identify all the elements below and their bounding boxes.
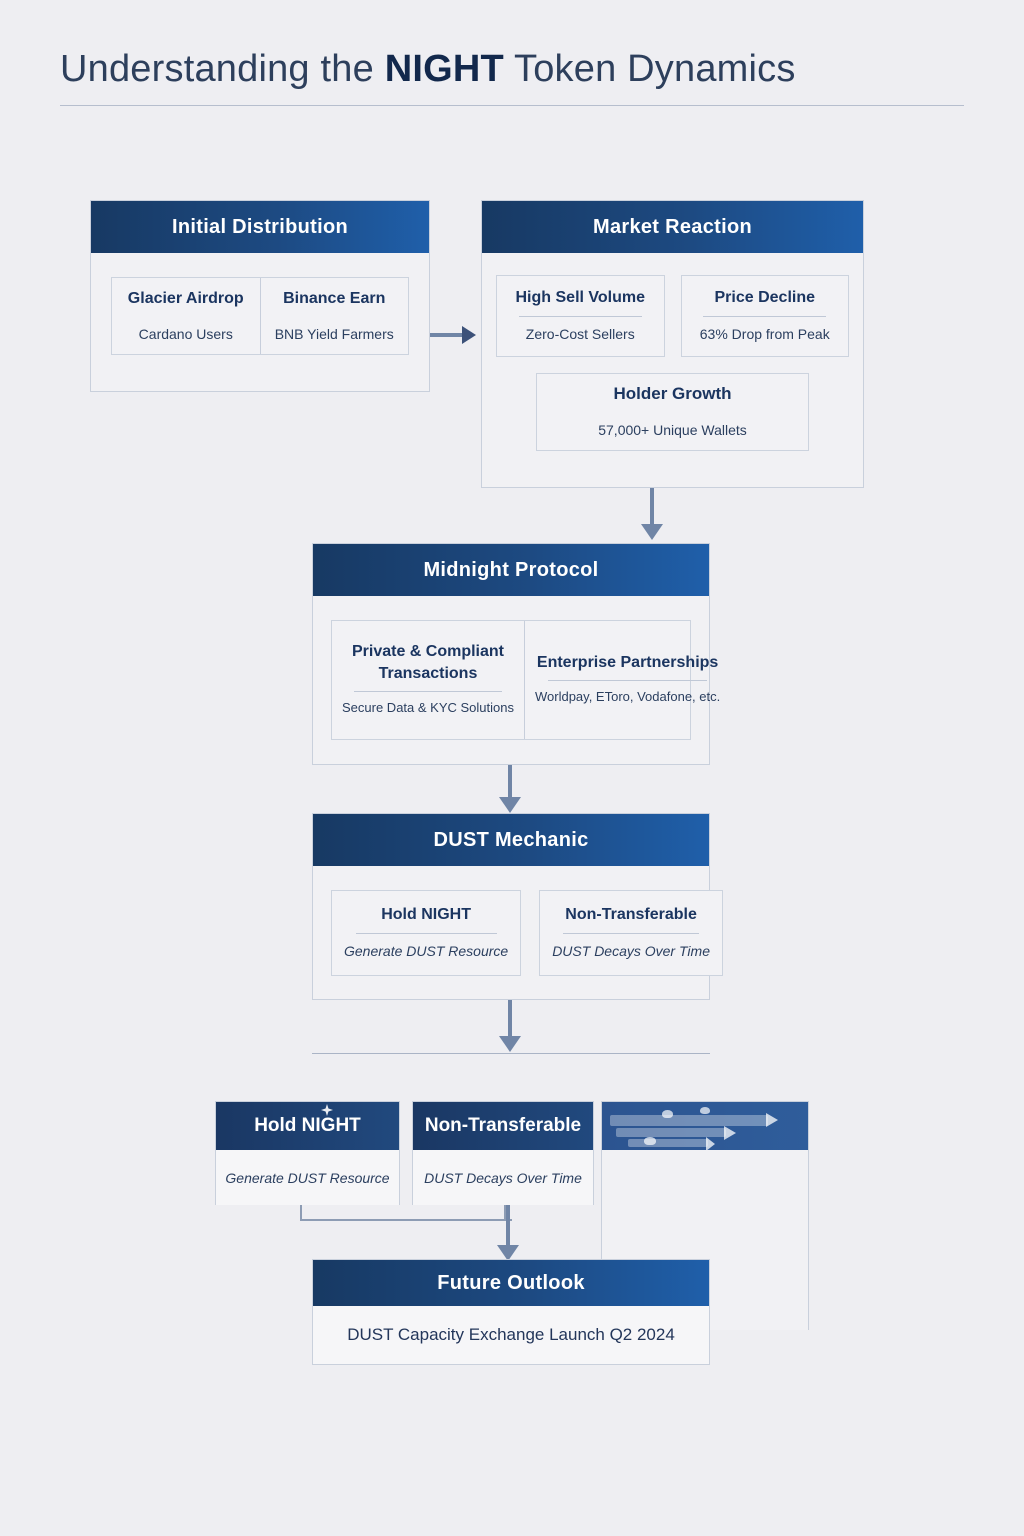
artifact-card-hold-night[interactable]: Hold NIGHT Generate DUST Resource xyxy=(215,1101,400,1205)
initial-distribution-split: Glacier Airdrop Cardano Users Binance Ea… xyxy=(111,277,409,355)
card-divider xyxy=(547,680,708,682)
artifact-card-non-transferable[interactable]: Non-Transferable DUST Decays Over Time xyxy=(412,1101,594,1205)
page-title-suffix: Token Dynamics xyxy=(503,48,796,90)
card-price-decline-title: Price Decline xyxy=(714,289,816,307)
midnight-protocol-split: Private & Compliant Transactions Secure … xyxy=(331,620,720,740)
title-divider xyxy=(60,105,964,106)
card-price-decline-sub: 63% Drop from Peak xyxy=(699,325,830,342)
card-non-transferable-title: Non-Transferable xyxy=(565,906,697,924)
arrow-down-icon xyxy=(641,524,663,540)
artifact-card-hold-night-header: Hold NIGHT xyxy=(216,1102,399,1150)
stage-future-outlook-sub: DUST Capacity Exchange Launch Q2 2024 xyxy=(347,1325,675,1344)
card-glacier-airdrop-sub: Cardano Users xyxy=(138,325,233,342)
connector-bracket-left xyxy=(300,1205,302,1221)
card-hold-night-sub: Generate DUST Resource xyxy=(344,942,509,959)
card-high-sell-volume[interactable]: High Sell Volume Zero-Cost Sellers xyxy=(496,275,665,357)
stage-market-reaction-header: Market Reaction xyxy=(482,201,863,253)
stage-initial-distribution-header: Initial Distribution xyxy=(91,201,429,253)
artifact-card-hold-night-title: Hold NIGHT xyxy=(254,1115,361,1136)
artifact-card-hold-night-sub: Generate DUST Resource xyxy=(216,1150,399,1205)
card-private-compliant-transactions-title: Private & Compliant Transactions xyxy=(351,642,504,682)
artifact-card-empty[interactable] xyxy=(601,1101,809,1330)
artifact-card-non-transferable-sub: DUST Decays Over Time xyxy=(413,1150,593,1205)
card-glacier-airdrop[interactable]: Glacier Airdrop Cardano Users xyxy=(112,278,260,354)
arrow-down-icon xyxy=(497,1245,519,1261)
card-hold-night[interactable]: Hold NIGHT Generate DUST Resource xyxy=(331,890,522,976)
card-enterprise-partnerships-sub: Worldpay, EToro, Vodafone, etc. xyxy=(534,689,721,705)
arrow-down-icon xyxy=(499,1036,521,1052)
card-binance-earn[interactable]: Binance Earn BNB Yield Farmers xyxy=(259,278,409,354)
card-glacier-airdrop-title: Glacier Airdrop xyxy=(127,290,244,307)
connector-initial-to-market xyxy=(430,333,470,337)
card-non-transferable[interactable]: Non-Transferable DUST Decays Over Time xyxy=(539,890,723,976)
connector-midnight-to-dust xyxy=(508,765,512,801)
card-holder-growth-sub: 57,000+ Unique Wallets xyxy=(598,421,747,438)
artifact-card-empty-header xyxy=(602,1102,808,1150)
stage-future-outlook-header: Future Outlook xyxy=(313,1260,709,1306)
streak-blob-icon xyxy=(700,1107,710,1114)
arrow-streak-icon xyxy=(628,1139,708,1147)
stage-midnight-protocol[interactable]: Midnight Protocol Private & Compliant Tr… xyxy=(312,543,720,765)
card-binance-earn-title: Binance Earn xyxy=(283,290,386,307)
stage-initial-distribution[interactable]: Initial Distribution Glacier Airdrop Car… xyxy=(90,200,430,392)
card-private-compliant-transactions[interactable]: Private & Compliant Transactions Secure … xyxy=(332,621,524,739)
page-title-block: Understanding the NIGHT Token Dynamics xyxy=(60,46,964,106)
streak-blob-icon xyxy=(644,1137,656,1145)
page-title-emphasis: NIGHT xyxy=(384,48,504,90)
connector-dust-to-artifact xyxy=(508,1000,512,1040)
card-high-sell-volume-title: High Sell Volume xyxy=(515,289,646,307)
page-title-prefix: Understanding the xyxy=(60,48,385,90)
arrow-streak-icon xyxy=(766,1113,778,1127)
connector-bracket-horizontal xyxy=(300,1219,512,1221)
artifact-card-non-transferable-header: Non-Transferable xyxy=(413,1102,593,1150)
card-enterprise-partnerships[interactable]: Enterprise Partnerships Worldpay, EToro,… xyxy=(523,621,730,739)
streak-blob-icon xyxy=(662,1110,673,1118)
card-high-sell-volume-sub: Zero-Cost Sellers xyxy=(525,325,635,342)
arrow-right-icon xyxy=(462,326,476,344)
card-enterprise-partnerships-title: Enterprise Partnerships xyxy=(536,653,719,671)
connector-artifact-to-future xyxy=(506,1205,510,1249)
section-divider-rule xyxy=(312,1053,710,1054)
connector-market-to-midnight xyxy=(650,488,654,528)
card-divider xyxy=(518,315,642,317)
arrow-streak-icon xyxy=(724,1126,736,1140)
card-binance-earn-sub: BNB Yield Farmers xyxy=(274,325,394,342)
stage-market-reaction[interactable]: Market Reaction High Sell Volume Zero-Co… xyxy=(481,200,864,488)
stage-midnight-protocol-header: Midnight Protocol xyxy=(313,544,709,596)
card-holder-growth-title: Holder Growth xyxy=(613,383,732,403)
stage-dust-mechanic[interactable]: DUST Mechanic Hold NIGHT Generate DUST R… xyxy=(312,813,723,1000)
card-divider xyxy=(355,932,497,934)
connector-bracket-mid xyxy=(504,1205,506,1221)
card-private-compliant-transactions-sub: Secure Data & KYC Solutions xyxy=(342,700,514,716)
card-holder-growth[interactable]: Holder Growth 57,000+ Unique Wallets xyxy=(536,373,809,451)
arrow-streak-icon xyxy=(706,1137,715,1150)
arrow-streak-icon xyxy=(616,1128,726,1137)
arrow-down-icon xyxy=(499,797,521,813)
card-divider xyxy=(563,932,699,934)
card-divider xyxy=(354,691,502,693)
card-hold-night-title: Hold NIGHT xyxy=(381,906,471,924)
page-title: Understanding the NIGHT Token Dynamics xyxy=(60,46,964,94)
stage-dust-mechanic-header: DUST Mechanic xyxy=(313,814,709,866)
card-price-decline[interactable]: Price Decline 63% Drop from Peak xyxy=(680,275,849,357)
stage-future-outlook[interactable]: Future Outlook DUST Capacity Exchange La… xyxy=(312,1259,710,1365)
arrow-streak-icon xyxy=(610,1115,768,1126)
card-divider xyxy=(703,315,827,317)
card-non-transferable-sub: DUST Decays Over Time xyxy=(552,942,710,959)
